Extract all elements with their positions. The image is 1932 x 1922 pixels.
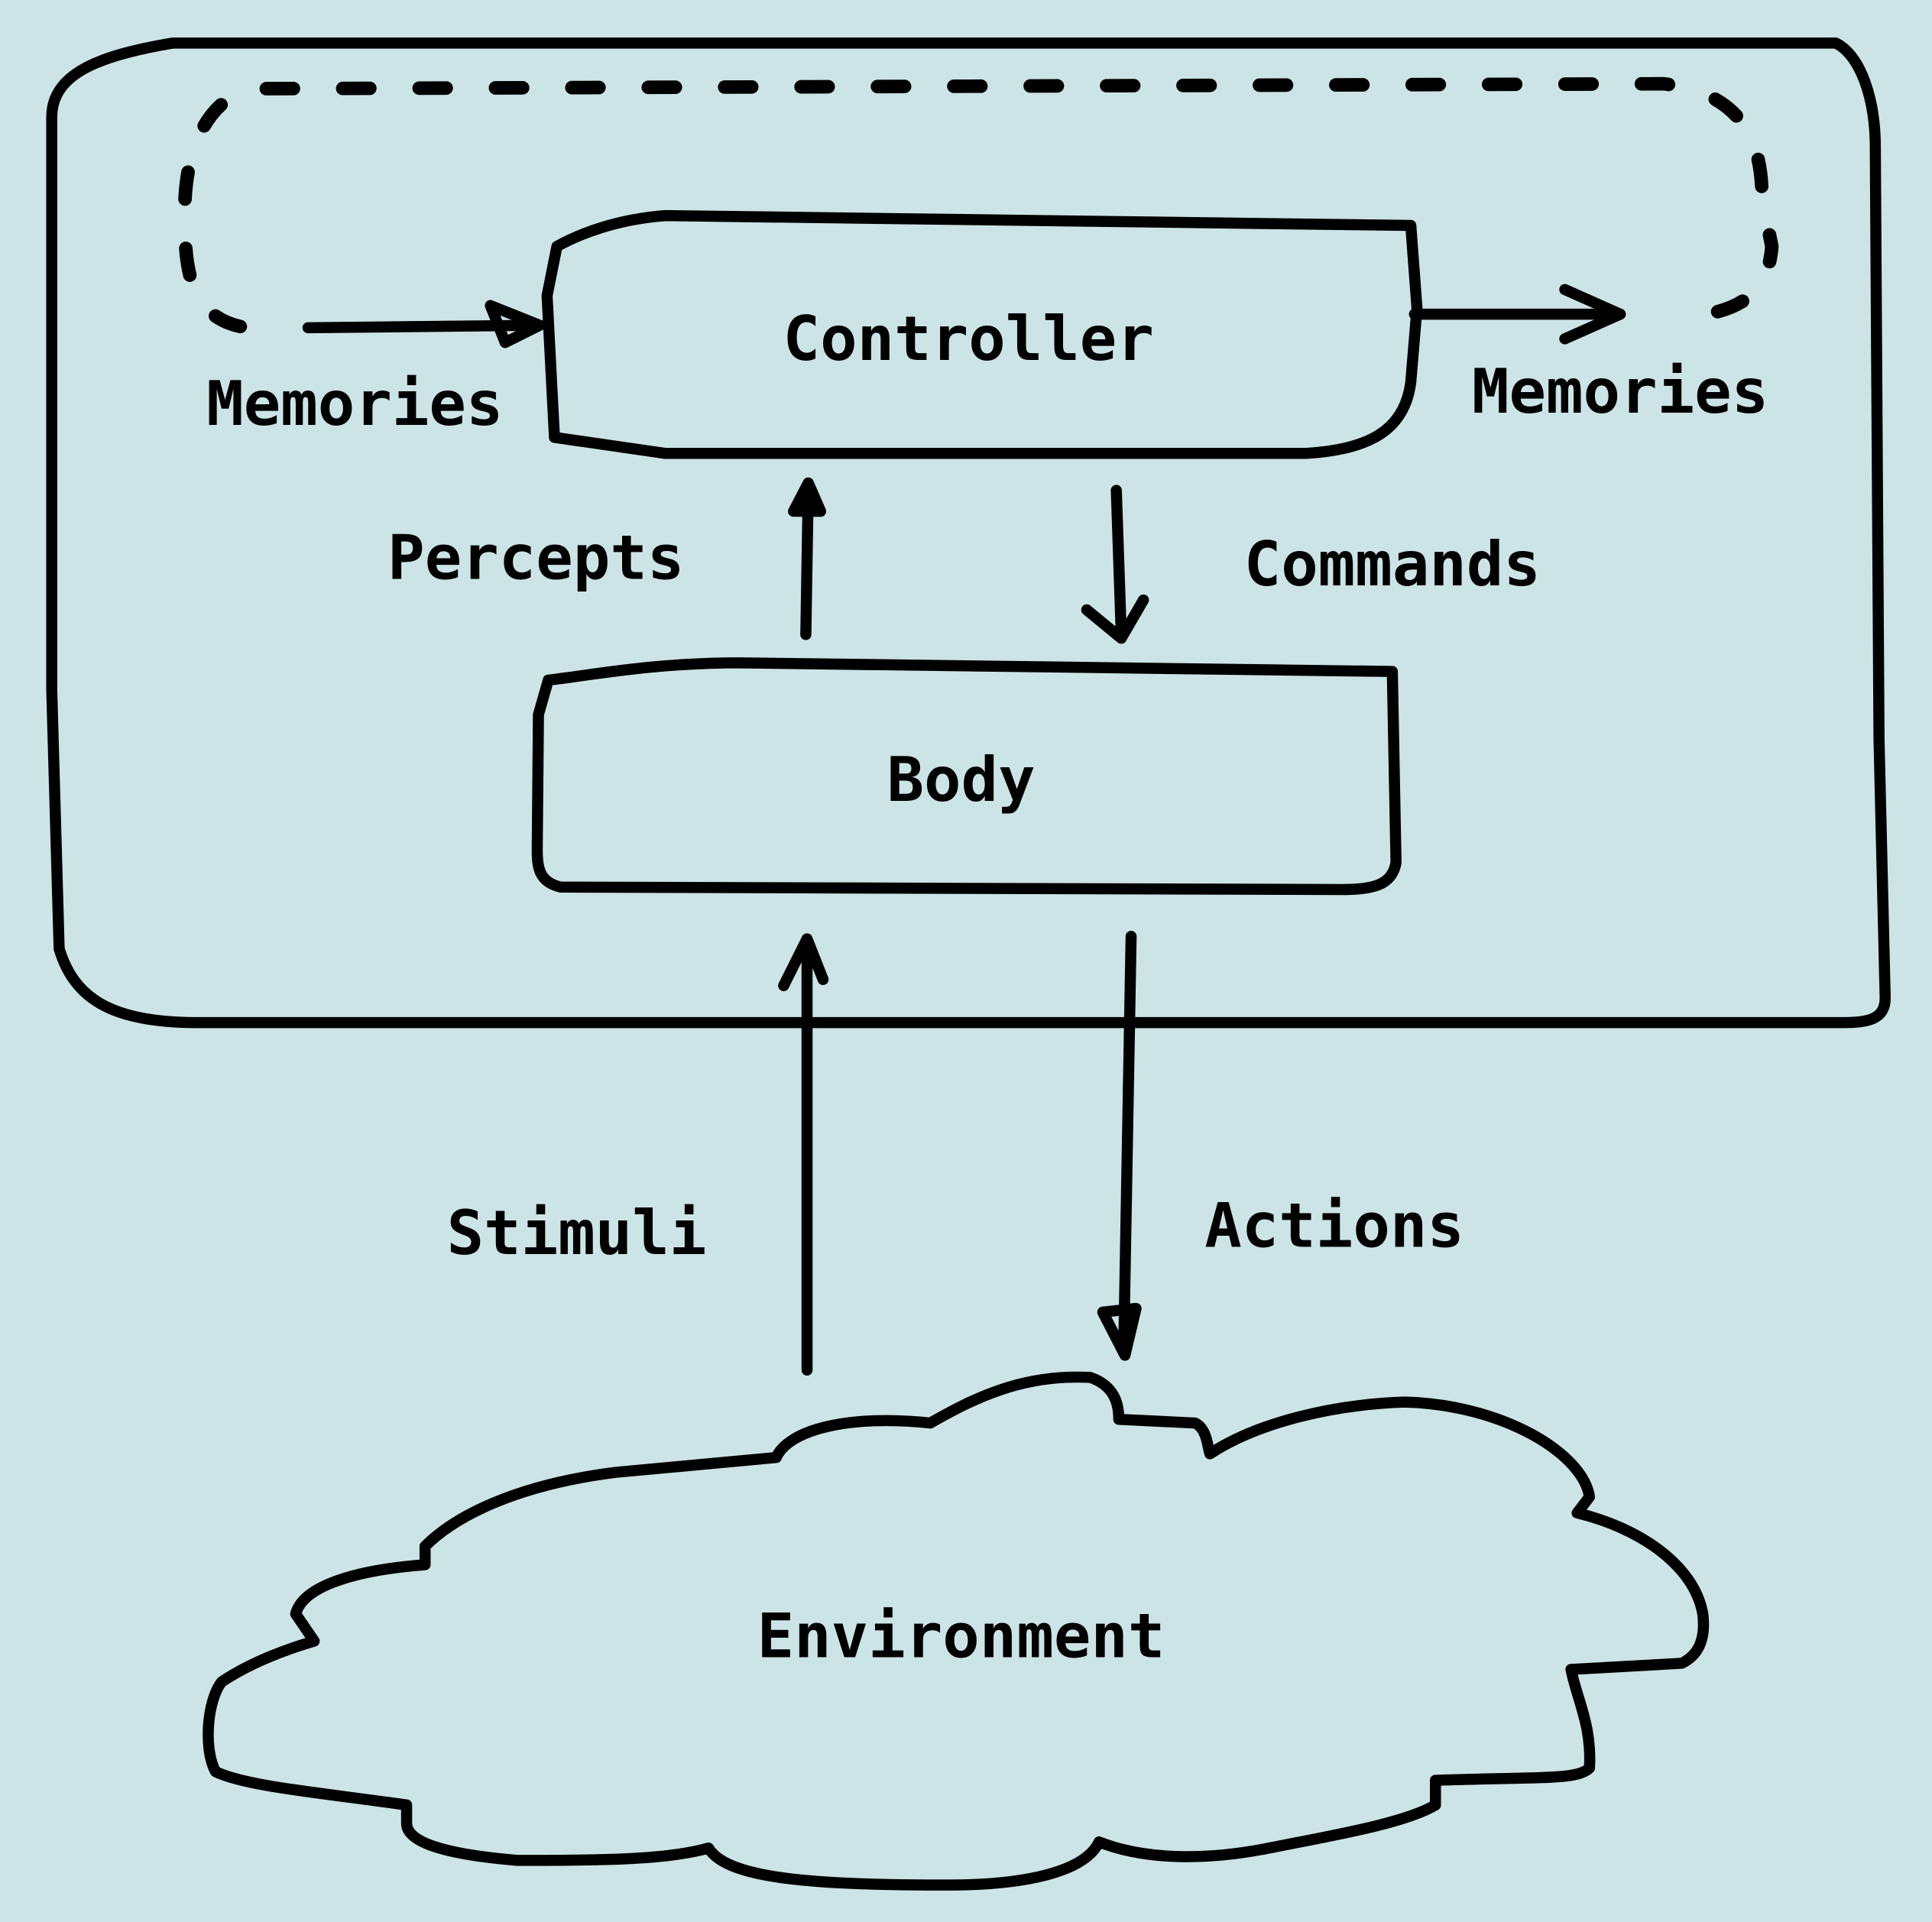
percepts-arrowhead	[788, 477, 827, 517]
actions-label: Actions	[1204, 1191, 1464, 1262]
stimuli-arrowhead	[778, 933, 829, 991]
percepts-label: Percepts	[387, 523, 684, 595]
memory-loop-dashed	[177, 76, 1779, 334]
memories-out-label: Memories	[1472, 356, 1768, 428]
body-box	[531, 657, 1402, 896]
commands-arrowhead	[1081, 594, 1149, 644]
agent-boundary	[46, 37, 1891, 1029]
controller-box	[541, 209, 1423, 459]
memories-in-arrowhead	[485, 300, 546, 348]
body-label: Body	[887, 744, 1035, 816]
controller-label: Controller	[783, 303, 1154, 375]
stimuli-label: Stimuli	[447, 1198, 707, 1269]
actions-arrowhead	[1097, 1302, 1142, 1361]
actions-arrow	[1118, 931, 1137, 1355]
commands-arrow	[1110, 485, 1127, 640]
commands-label: Commands	[1244, 529, 1541, 601]
memories-out-arrowhead	[1559, 284, 1626, 345]
memories-in-label: Memories	[206, 368, 503, 440]
environment-cloud	[203, 1371, 1710, 1891]
environment-label: Environment	[757, 1600, 1165, 1672]
